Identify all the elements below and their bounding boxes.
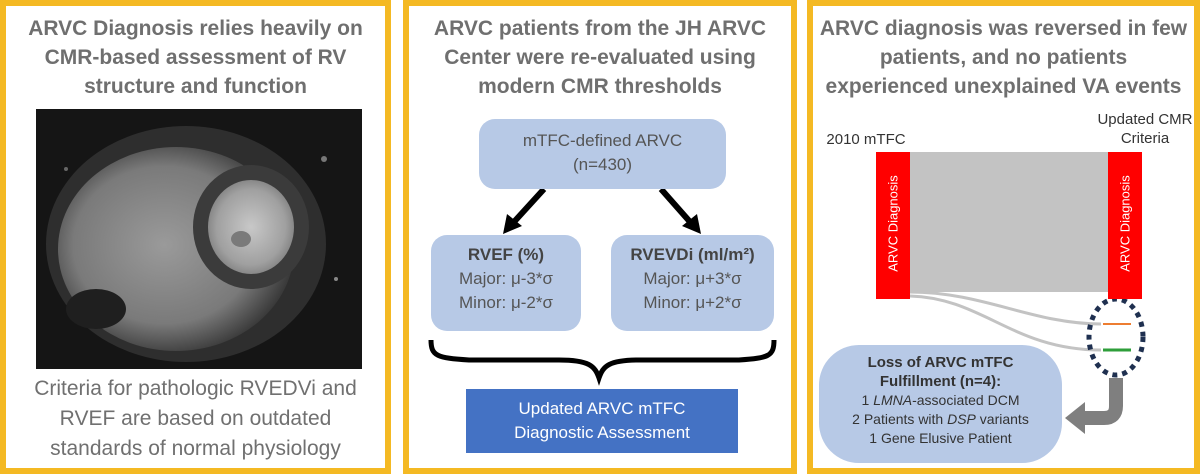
lost-flow-lower [909,294,1102,352]
left-bar-text: ARVC Diagnosis [885,175,901,272]
top-box-line1: mTFC-defined ARVC [522,131,683,150]
loss-item2-pre: 2 Patients with [852,411,948,427]
panel2-title: ARVC patients from the JH ARVC Center we… [415,14,785,101]
left-diagnosis-bar: ARVC Diagnosis [876,152,910,299]
curly-brace [428,339,777,386]
sankey-main-flow [910,152,1108,292]
panel3-title: ARVC diagnosis was reversed in few patie… [819,14,1188,101]
arrow-left-head [503,214,522,234]
return-arrow-shaft [1083,378,1123,425]
bottom-box-line2: Diagnostic Assessment [514,423,690,442]
right-diagnosis-bar: ARVC Diagnosis [1108,152,1142,299]
loss-heading-line2: Fulfillment (n=4): [879,373,1002,390]
dashed-circle [1086,296,1146,378]
loss-item1-gene: LMNA [873,392,913,408]
panel3-title-line3: experienced unexplained VA events [825,75,1182,98]
rvef-major: Major: μ-3*σ [459,269,553,288]
panel1-caption-line2: RVEF are based on outdated [59,407,332,430]
label-2010-text: 2010 mTFC [826,131,906,148]
panel2-title-line3: modern CMR thresholds [478,75,722,98]
panel1-title-line3: structure and function [84,75,307,98]
bottom-box-line1: Updated ARVC mTFC [518,399,686,418]
rvedvi-minor: Minor: μ+2*σ [643,293,742,312]
panel1-title: ARVC Diagnosis relies heavily on CMR-bas… [12,14,379,101]
rvef-minor: Minor: μ-2*σ [459,293,553,312]
label-2010-mtfc: 2010 mTFC [821,130,911,149]
panel-cmr-assessment: ARVC Diagnosis relies heavily on CMR-bas… [0,0,391,474]
cardiac-mri-image [36,109,362,369]
panel1-caption: Criteria for pathologic RVEDVi and RVEF … [10,374,381,464]
return-arrow-head [1065,402,1085,434]
loss-item2-post: variants [975,411,1029,427]
rvedvi-box: RVEVDi (ml/m²) Major: μ+3*σ Minor: μ+2*σ [611,235,774,331]
arrow-right-line [658,187,694,225]
panel-diagnosis-reversed: ARVC diagnosis was reversed in few patie… [807,0,1200,474]
loss-item-gene-elusive: 1 Gene Elusive Patient [869,430,1012,446]
panel2-title-line2: Center were re-evaluated using [444,46,756,69]
loss-item1-post: -associated DCM [912,392,1020,408]
panel1-caption-line3: standards of normal physiology [50,437,341,460]
sankey-lost-flows [909,290,1146,434]
label-updated-line2: Criteria [1120,130,1170,147]
arrow-right-head [682,214,701,234]
loss-item1-pre: 1 [861,392,874,408]
loss-item2-gene: DSP [947,411,976,427]
loss-item-lmna: 1 LMNA-associated DCM [819,391,1062,410]
label-updated-line1: Updated CMR [1097,111,1193,128]
cardiac-mri-drawing [36,109,362,369]
panel3-title-line1: ARVC diagnosis was reversed in few [819,17,1188,40]
panel3-title-line2: patients, and no patients [879,46,1128,69]
loss-heading-line1: Loss of ARVC mTFC [867,354,1014,371]
rvedvi-major: Major: μ+3*σ [643,269,742,288]
updated-assessment-box: Updated ARVC mTFC Diagnostic Assessment [466,389,738,453]
panel1-caption-line1: Criteria for pathologic RVEDVi and [34,377,357,400]
mtfc-defined-arvc-box: mTFC-defined ARVC (n=430) [479,119,726,189]
right-bar-text: ARVC Diagnosis [1117,175,1133,272]
panel1-title-line1: ARVC Diagnosis relies heavily on [28,17,363,40]
top-box-line2: (n=430) [572,155,633,174]
lost-flow-upper [909,290,1102,326]
rvef-box: RVEF (%) Major: μ-3*σ Minor: μ-2*σ [431,235,581,331]
flowchart-arrows [428,186,777,386]
label-updated-criteria: Updated CMR Criteria [1095,110,1195,148]
panel1-title-line2: CMR-based assessment of RV [44,46,347,69]
arrow-left-line [510,186,547,226]
panel-reevaluation: ARVC patients from the JH ARVC Center we… [403,0,797,474]
rvedvi-heading: RVEVDi (ml/m²) [630,245,755,264]
panel2-title-line1: ARVC patients from the JH ARVC [433,17,767,40]
rvef-heading: RVEF (%) [467,245,545,264]
loss-of-fulfillment-box: Loss of ARVC mTFC Fulfillment (n=4): 1 L… [819,345,1062,463]
loss-item-dsp: 2 Patients with DSP variants [819,410,1062,429]
